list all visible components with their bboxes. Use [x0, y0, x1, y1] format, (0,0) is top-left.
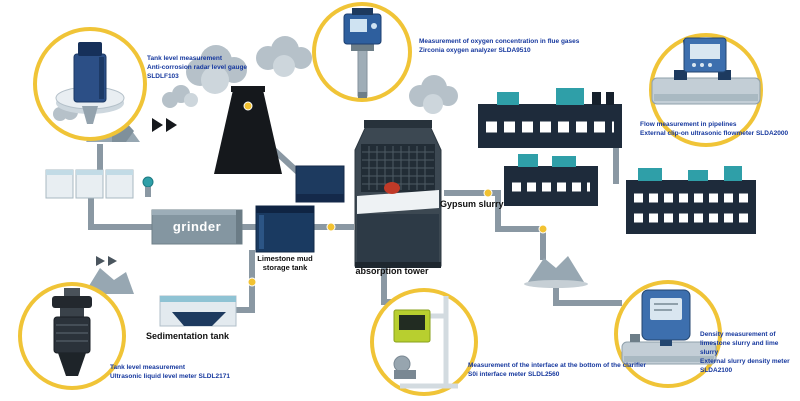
interface-meter-icon	[393, 296, 458, 389]
label-line: External slurry density meter SLDA2100	[700, 358, 790, 374]
callout-radar-level-gauge	[33, 27, 147, 141]
pipe-junction-dots	[243, 101, 548, 287]
callout-ultrasonic-level-meter	[18, 282, 126, 390]
callout-clampon-flowmeter	[649, 33, 763, 147]
label-line: Anti-corrosion radar level gauge SLDLF10…	[147, 64, 248, 80]
clampon-flowmeter-icon	[651, 37, 761, 105]
label-line: Tank level measurement	[110, 364, 186, 371]
smoke-clouds	[162, 36, 458, 114]
callout-interface-meter	[370, 288, 478, 396]
label-density-meter: Density measurement of limestone slurry …	[700, 330, 796, 375]
label-line: External clip-on ultrasonic flowmeter SL…	[640, 130, 789, 137]
label-line: Density measurement of limestone slurry …	[700, 331, 779, 356]
label-radar-level: Tank level measurement Anti-corrosion ra…	[147, 54, 277, 81]
label-line: Measurement of the interface at the bott…	[468, 362, 647, 369]
radar-level-gauge-icon	[53, 42, 125, 124]
label-ultrasonic-level: Tank level measurement Ultrasonic liquid…	[110, 363, 255, 381]
burner-icon	[384, 182, 400, 194]
label-interface-meter: Measurement of the interface at the bott…	[468, 361, 668, 379]
callout-oxygen-analyzer	[312, 2, 412, 102]
callout-density-meter	[614, 280, 722, 388]
slurry-tanks	[45, 169, 154, 199]
grinder-unit	[151, 209, 243, 245]
grinder-label: grinder	[172, 219, 222, 234]
absorption-tower-label: absorption tower	[355, 266, 429, 276]
label-line: Zirconia oxygen analyzer SLDA9510	[419, 47, 531, 54]
label-line: Flow measurement in pipelines	[640, 121, 737, 128]
label-line: Tank level measurement	[147, 55, 223, 62]
factory-buildings	[478, 88, 756, 234]
label-flowmeter: Flow measurement in pipelines External c…	[640, 120, 798, 138]
gypsum-slurry-label: Gypsum slurry	[440, 199, 504, 209]
ultrasonic-level-meter-icon	[52, 288, 92, 376]
limestone-storage-tank	[255, 205, 315, 253]
label-line: Ultrasonic liquid level meter SLDL2171	[110, 373, 230, 380]
oxygen-analyzer-icon	[343, 8, 382, 98]
label-line: S0i interface meter SLDL2560	[468, 371, 560, 378]
absorption-tower	[354, 120, 442, 268]
density-meter-icon	[621, 289, 717, 365]
chimney	[214, 86, 282, 174]
label-oxygen-analyzer: Measurement of oxygen concentration in f…	[419, 37, 594, 55]
sedimentation-tank	[159, 295, 237, 327]
sedimentation-tank-label: Sedimentation tank	[146, 331, 230, 341]
valve-icon	[142, 176, 154, 188]
label-line: Measurement of oxygen concentration in f…	[419, 38, 580, 45]
flow-arrow-icons	[96, 118, 177, 266]
limestone-tank-label: Limestone mud storage tank	[257, 254, 313, 272]
limestone-piles	[84, 120, 588, 294]
flue-duct	[295, 165, 345, 203]
